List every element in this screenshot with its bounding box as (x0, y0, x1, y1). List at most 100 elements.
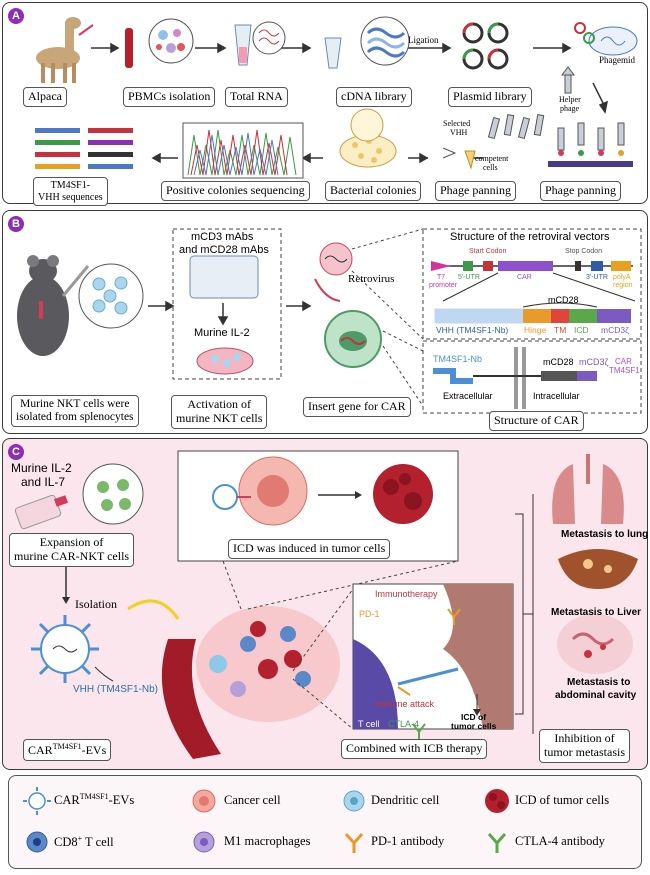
tumor-cell-icon (238, 456, 308, 526)
vhh-sequences-icon (35, 128, 133, 169)
legend-cd8: CD8+ T cell (54, 834, 114, 850)
pbmc-icon (125, 18, 194, 68)
label-mcd3z-bottom: mCD3ζ (579, 357, 609, 367)
blood-vessel-icon (161, 639, 221, 759)
label-il2-il7-1: Murine IL-2 (11, 461, 72, 475)
label-immune-attack: Immune attack (375, 699, 435, 709)
label-il2-il7-2: and IL-7 (21, 475, 66, 489)
mouse-icon (17, 255, 90, 356)
label-plasmid: Plasmid library (448, 87, 532, 107)
label-pbmcs: PBMCs isolation (123, 87, 216, 107)
label-t7: T7 (437, 274, 446, 281)
label-expansion: Expansion of murine CAR-NKT cells (9, 533, 135, 567)
phage-panning-right-icon (548, 122, 633, 167)
label-extracellular: Extracellular (443, 391, 493, 401)
label-icd-segment: ICD (574, 325, 589, 335)
panel-a: A (2, 2, 648, 206)
panel-b-badge: B (8, 216, 24, 232)
legend-icd-icon (485, 789, 509, 813)
retrovirus-icon (319, 242, 353, 276)
activation-line-1: Activation of (187, 397, 252, 411)
label-ctla4: CTLA-4 (388, 719, 420, 729)
plasmid-icon (462, 22, 509, 70)
panel-a-badge: A (8, 8, 24, 24)
cdna-icon (324, 16, 410, 69)
label-selected-vhh-1: Selected (443, 119, 471, 128)
legend-car-ev-icon (23, 787, 51, 815)
car-nkt-dish-icon (82, 463, 144, 525)
label-il2: Murine IL-2 (194, 327, 250, 339)
culture-dish-icon (196, 347, 254, 375)
label-bacterial-colonies: Bacterial colonies (325, 181, 422, 201)
label-total-rna: Total RNA (225, 87, 288, 107)
label-car-evs: CARTM4SF1-EVs (23, 739, 112, 761)
label-helper-1: Helper (559, 95, 581, 104)
expansion-line-2: murine CAR-NKT cells (14, 548, 130, 563)
legend-m1: M1 macrophages (224, 834, 311, 848)
label-mcd28-top: mCD28 (548, 295, 579, 305)
label-mcd3z: mCD3ζ (601, 325, 629, 335)
activation-line-2: murine NKT cells (176, 410, 263, 425)
legend-pd1: PD-1 antibody (371, 834, 445, 848)
car-evs-main: CAR (28, 743, 53, 757)
label-vectors-title: Structure of the retroviral vectors (450, 231, 610, 243)
label-tm4sf1-nb: TM4SF1-Nb (433, 354, 483, 364)
panel-c-graphics (14, 450, 638, 759)
label-hinge: Hinge (524, 325, 547, 335)
car-evs-sup: TM4SF1 (52, 742, 82, 751)
nkt-isolated-line-2: isolated from splenocytes (16, 411, 134, 424)
legend-pd1-icon (344, 833, 364, 853)
bacterial-colonies-icon (339, 108, 397, 168)
tumor-icb-icon (443, 584, 513, 729)
legend-car-evs-sup: TM4SF1 (79, 792, 109, 801)
icd-cell-icon (373, 464, 433, 524)
label-icd-tumor-1: ICD of (461, 712, 487, 722)
label-polya: polyA (613, 274, 631, 281)
tumor-mass-icon (196, 606, 340, 722)
label-immunotherapy: Immunotherapy (375, 589, 438, 599)
label-utr5: 5'-UTR (458, 274, 480, 281)
label-combined-icb: Combined with ICB therapy (341, 739, 488, 759)
legend-car-evs: CARTM4SF1-EVs (54, 792, 134, 808)
label-retrovirus: Retrovirus (348, 273, 395, 285)
label-tm: TM (554, 325, 567, 335)
label-promoter: promoter (429, 282, 458, 289)
nkt-cells-dish-icon (78, 263, 144, 329)
car-structure-icon (433, 347, 597, 409)
legend-cd8-icon (26, 831, 48, 853)
t-cell-icon (353, 639, 398, 729)
label-structure-car: Structure of CAR (489, 411, 584, 431)
legend-icd: ICD of tumor cells (515, 793, 610, 807)
phagemid-icon (574, 22, 638, 56)
abdomen-icon (557, 614, 633, 674)
label-ligation: Ligation (408, 35, 439, 45)
label-nkt-isolated: Murine NKT cells were isolated from sple… (11, 395, 139, 428)
label-phagemid: Phagemid (599, 55, 635, 65)
label-car-vector: CAR (517, 274, 532, 281)
panel-b-graphics (17, 228, 642, 414)
inhibition-line-1: Inhibition of (554, 731, 615, 745)
phage-panning-left-icon (442, 114, 545, 170)
legend: CARTM4SF1-EVs Cancer cell Dendritic cell… (8, 775, 642, 869)
label-phage-panning-right: Phage panning (540, 181, 621, 201)
legend-dendritic: Dendritic cell (371, 793, 440, 807)
label-vhh-segment: VHH (TM4SF1-Nb) (436, 325, 509, 335)
ctla4-antibody-icon (412, 723, 426, 740)
well-plate-icon (189, 255, 259, 299)
legend-cancer: Cancer cell (224, 793, 281, 807)
legend-car-evs-end: -EVs (108, 793, 135, 808)
legend-cd8-end: T cell (82, 835, 114, 850)
legend-ctla4-icon (487, 833, 507, 853)
label-mcd28: and mCD28 mAbs (179, 244, 269, 256)
legend-cd8-sup: + (77, 834, 83, 843)
culture-flask-icon (14, 494, 69, 530)
legend-ctla4: CTLA-4 antibody (515, 834, 605, 848)
label-alpaca: Alpaca (23, 87, 67, 107)
label-selected-vhh-2: VHH (450, 128, 468, 137)
panel-b: B (2, 210, 648, 434)
vhh-seq-line-1: TM4SF1- (50, 180, 91, 191)
panel-a-graphics (35, 16, 638, 179)
label-car-tm4sf1-2: TM4SF1 (609, 366, 640, 375)
label-stop-codon: Stop Codon (565, 248, 602, 255)
label-vhh-seq: TM4SF1- VHH sequences (33, 177, 108, 206)
